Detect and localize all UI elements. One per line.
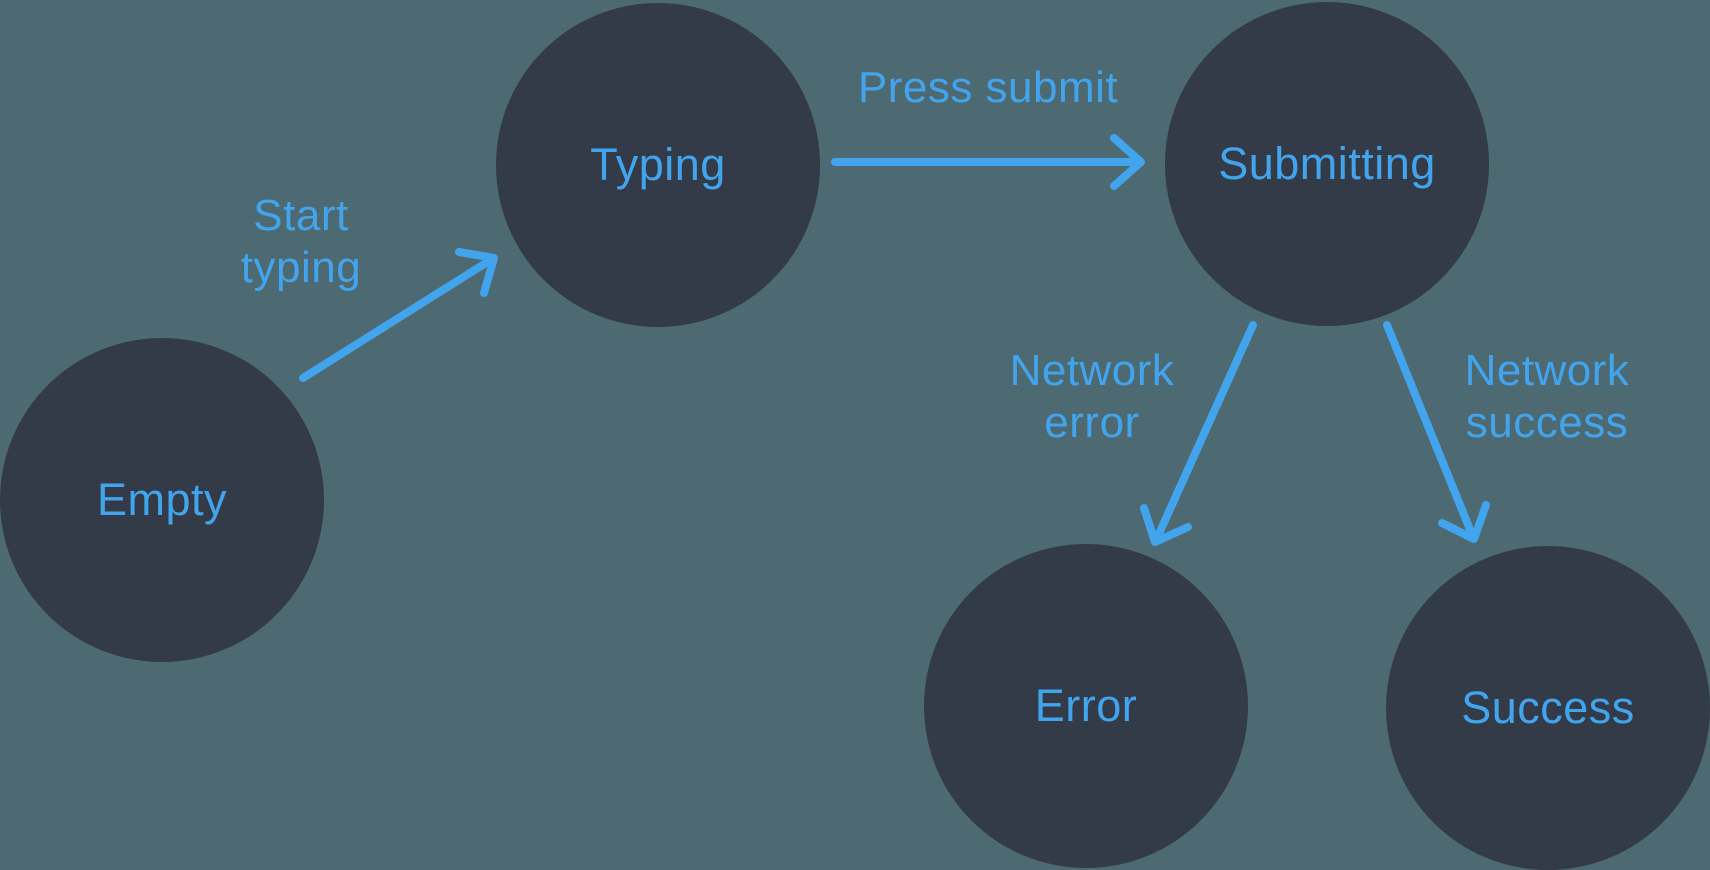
state-node-empty: Empty <box>0 338 324 662</box>
state-label-error: Error <box>1034 680 1138 731</box>
state-node-submitting: Submitting <box>1165 2 1489 326</box>
state-label-empty: Empty <box>96 474 228 525</box>
state-label-success: Success <box>1461 682 1635 733</box>
state-node-typing: Typing <box>496 3 820 327</box>
state-label-submitting: Submitting <box>1218 138 1436 189</box>
transition-label-start-typing: Start typing <box>240 191 362 292</box>
state-node-success: Success <box>1386 546 1710 870</box>
transition-label-network-success: Network success <box>1464 346 1630 447</box>
arrow-press-submit <box>831 134 1145 190</box>
transition-label-press-submit: Press submit <box>857 63 1119 113</box>
state-label-typing: Typing <box>590 139 726 190</box>
state-node-error: Error <box>924 544 1248 868</box>
transition-label-network-error: Network error <box>1009 346 1175 447</box>
